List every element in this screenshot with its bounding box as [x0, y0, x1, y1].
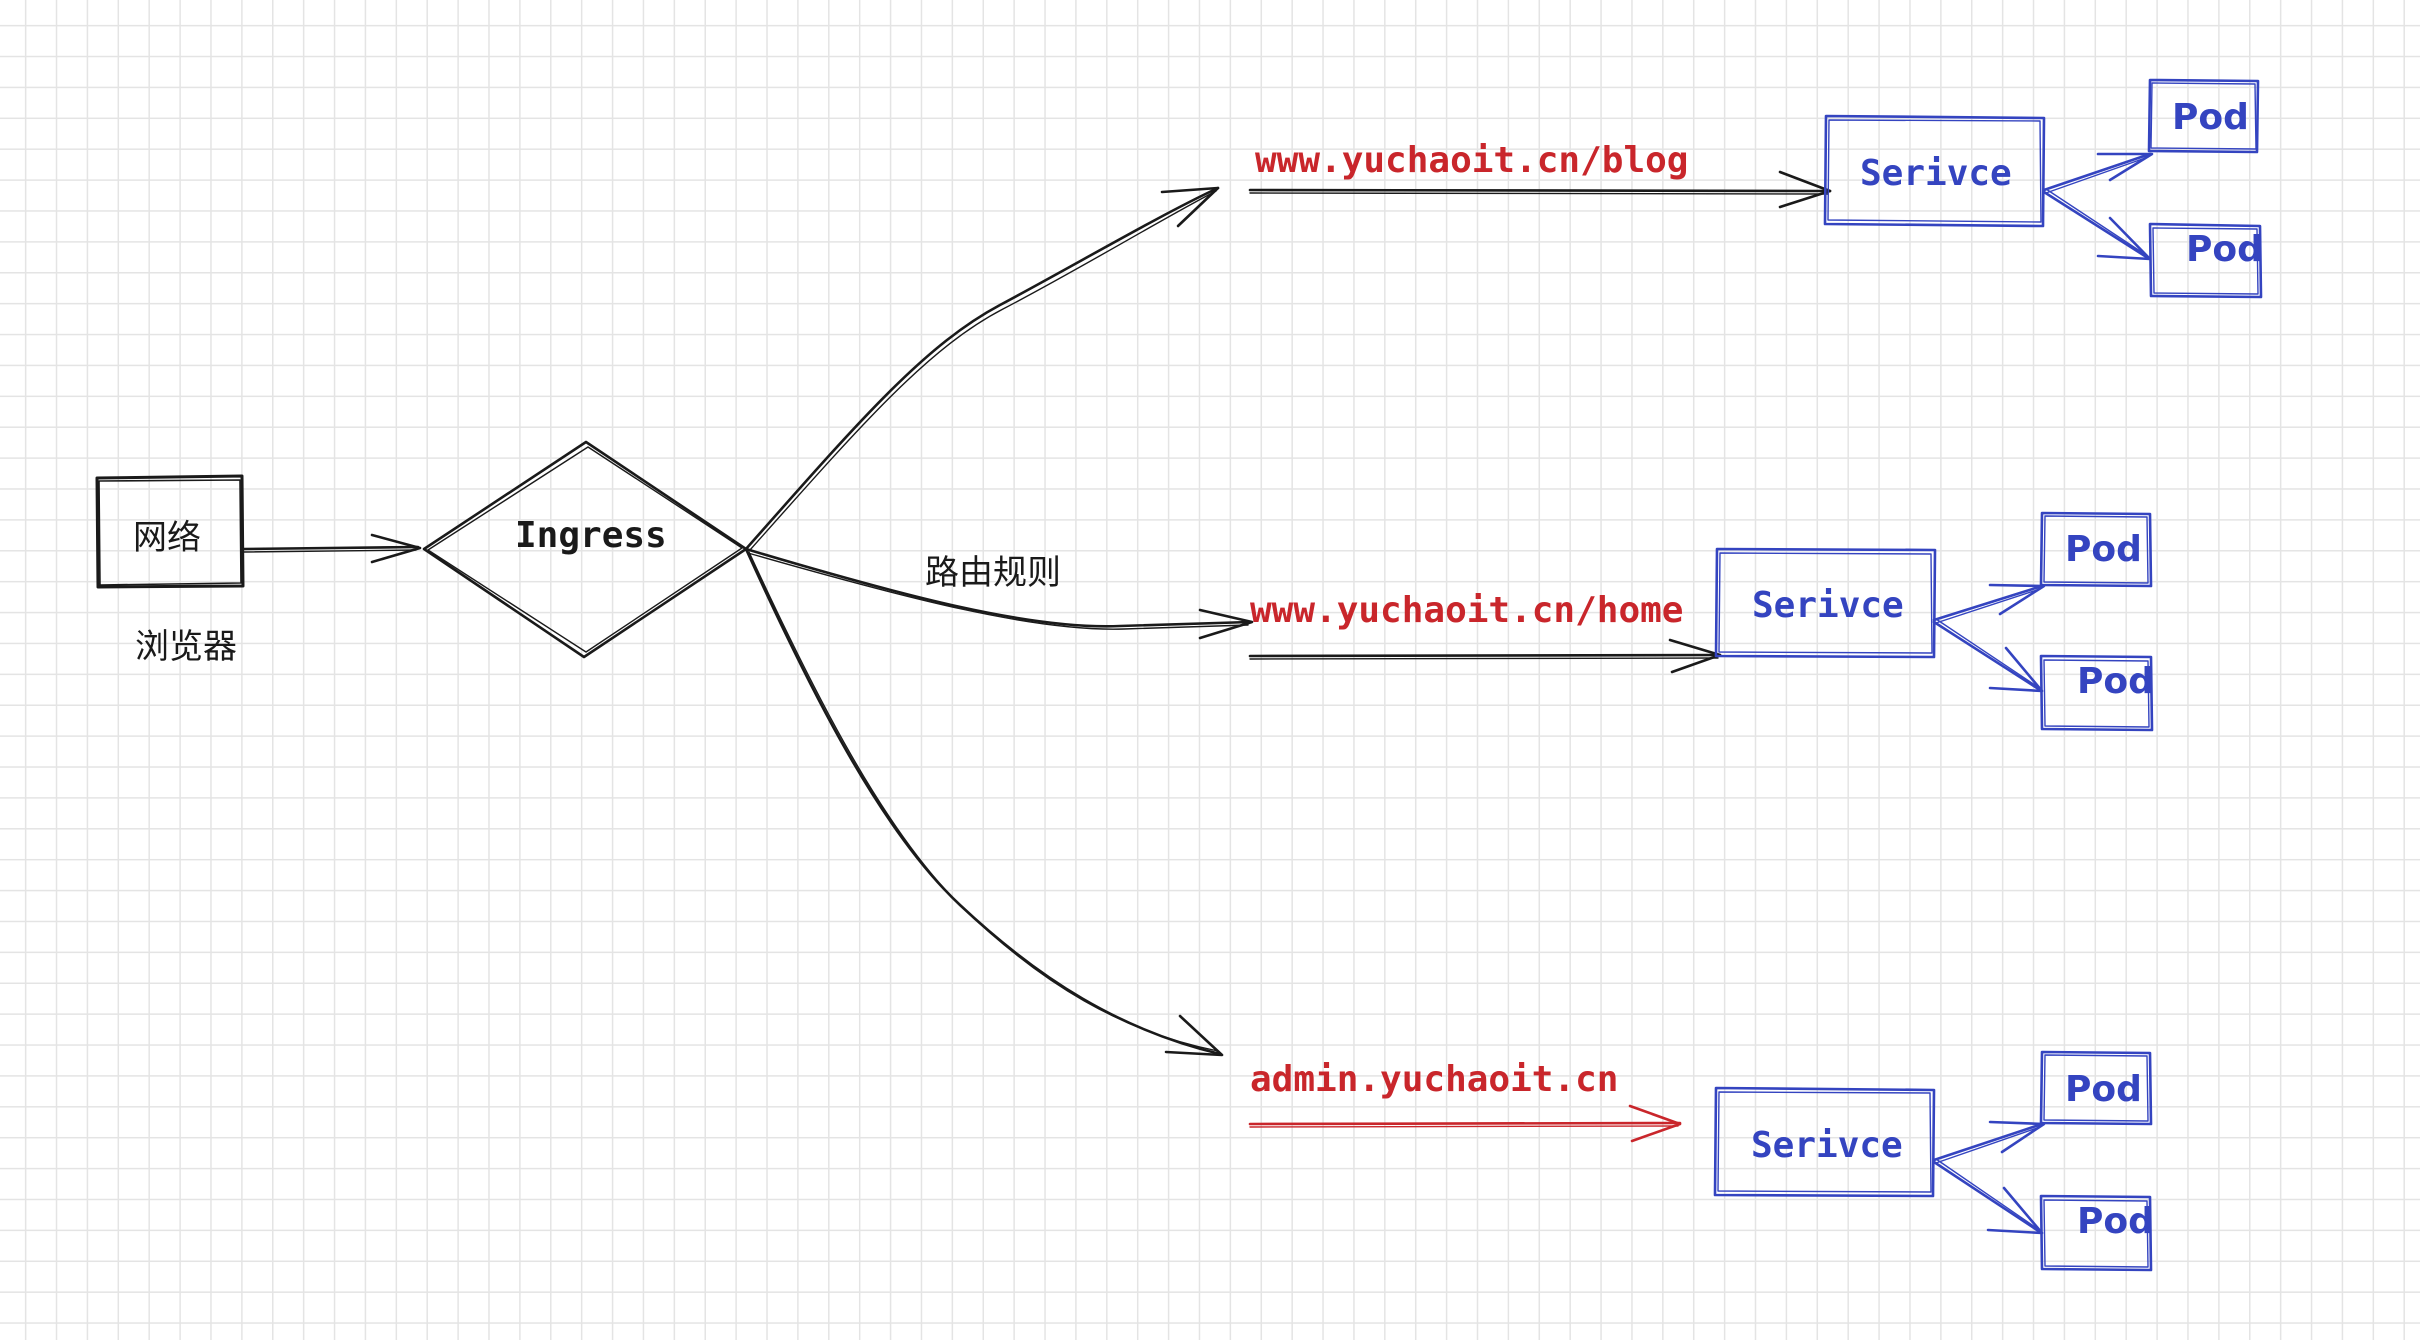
pod-label: Pod	[2077, 661, 2154, 702]
browser-caption: 浏览器	[135, 627, 237, 667]
pod-box[interactable]	[2039, 654, 2154, 732]
ingress-label: Ingress	[515, 515, 667, 556]
blog-to-service-arrow	[1248, 170, 1832, 209]
pod-box[interactable]	[2039, 511, 2153, 588]
service-box-admin[interactable]	[1713, 1086, 1936, 1198]
route-host-blog: www.yuchaoit.cn/blog	[1255, 140, 1689, 181]
pod-label: Pod	[2186, 229, 2263, 270]
service-to-pod-arrows-blog	[2042, 152, 2154, 261]
pod-box[interactable]	[2039, 1194, 2153, 1272]
service-label-blog: Serivce	[1860, 153, 2012, 194]
service-to-pod-arrows-admin	[1932, 1120, 2046, 1235]
service-to-pod-arrows-home	[1932, 583, 2046, 693]
service-box-home[interactable]	[1714, 547, 1937, 659]
network-box-label: 网络	[133, 518, 201, 558]
service-box-blog[interactable]	[1823, 114, 2046, 228]
pod-label: Pod	[2172, 97, 2249, 138]
ingress-to-admin-arrow	[744, 547, 1224, 1057]
home-to-service-arrow	[1248, 638, 1722, 674]
routing-rules-label: 路由规则	[925, 553, 1061, 593]
pod-label: Pod	[2077, 1201, 2154, 1242]
ingress-to-blog-arrow	[744, 186, 1220, 551]
pod-label: Pod	[2065, 529, 2142, 570]
service-label-admin: Serivce	[1751, 1125, 1903, 1166]
pod-box[interactable]	[2148, 222, 2263, 299]
route-host-home: www.yuchaoit.cn/home	[1250, 590, 1684, 631]
service-label-home: Serivce	[1752, 585, 1904, 626]
network-to-ingress-arrow	[241, 533, 422, 564]
network-box[interactable]	[95, 474, 245, 589]
pod-box[interactable]	[2039, 1050, 2153, 1126]
ingress-diamond[interactable]	[422, 440, 748, 659]
ingress-to-home-arrow	[744, 547, 1254, 640]
route-host-admin: admin.yuchaoit.cn	[1250, 1059, 1619, 1100]
pod-box[interactable]	[2147, 78, 2260, 154]
admin-to-service-arrow	[1248, 1104, 1682, 1143]
pod-label: Pod	[2065, 1069, 2142, 1110]
